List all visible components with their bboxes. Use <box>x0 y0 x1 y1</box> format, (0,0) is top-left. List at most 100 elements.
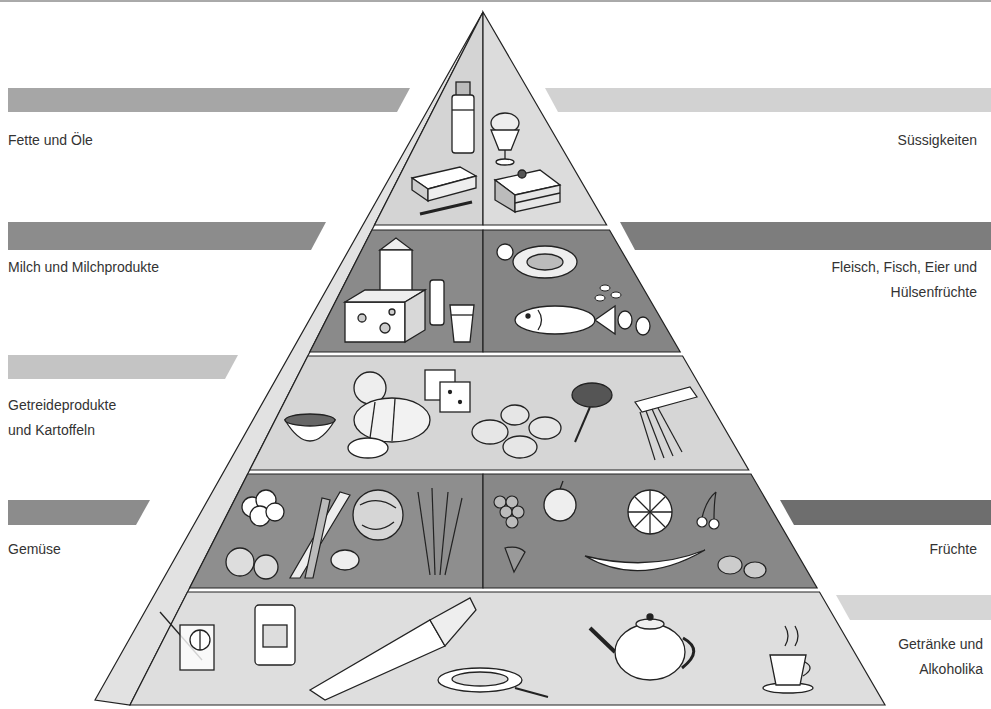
potato-icon <box>472 420 508 444</box>
strawberry-icon <box>505 547 525 572</box>
cheese-icon <box>358 314 366 322</box>
soup-plate-icon <box>515 688 548 697</box>
food-group-label: Milch und Milchprodukte <box>8 222 326 282</box>
butter-icon <box>420 202 472 214</box>
cabbage-icon <box>360 501 396 508</box>
tomato-icon <box>254 555 278 579</box>
cabbage-icon <box>331 550 359 570</box>
pyramid-tier <box>483 474 817 588</box>
food-group-name: Getränke und Alkoholika <box>883 632 983 682</box>
cherry-icon <box>709 519 719 529</box>
coffee-cup-icon <box>785 626 798 646</box>
pyramid-tier <box>130 592 885 705</box>
banana-icon <box>585 550 705 571</box>
orange-icon <box>628 490 672 534</box>
label-band <box>8 88 410 112</box>
fish-icon <box>515 306 595 334</box>
grapes-icon <box>494 496 524 528</box>
grain-scoop-icon <box>572 383 612 442</box>
milk-bottle-icon <box>430 280 444 325</box>
label-band <box>8 355 238 379</box>
grain-scoop-icon <box>575 407 590 442</box>
cherry-icon <box>697 492 719 529</box>
pasta-icon <box>646 411 664 458</box>
bread-icon <box>354 398 430 442</box>
egg-icon <box>618 311 650 335</box>
potato-icon <box>503 436 537 458</box>
oil-bottle-icon <box>452 95 474 153</box>
food-group-name: Gemüse <box>8 537 138 562</box>
plum-icon <box>718 556 766 578</box>
lemonade-glass-icon <box>160 612 214 670</box>
orange-icon <box>628 490 672 534</box>
teapot-icon <box>590 614 694 680</box>
orange-icon <box>635 497 665 527</box>
label-band <box>545 88 991 112</box>
plum-icon <box>718 556 742 574</box>
herb-icon <box>418 488 462 575</box>
grain-scoop-icon <box>572 383 612 407</box>
butter-icon <box>428 176 476 201</box>
cheese-icon <box>345 302 405 342</box>
pasta-icon <box>635 387 697 460</box>
meat-icon <box>527 254 563 270</box>
cake-slice-icon <box>518 170 526 178</box>
cracker-icon <box>440 382 470 412</box>
egg-icon <box>636 317 650 335</box>
cheese-icon <box>405 290 425 342</box>
meat-icon <box>513 246 577 278</box>
apple-icon <box>544 489 576 521</box>
label-band <box>620 222 991 250</box>
label-band <box>8 500 150 525</box>
milk-bottle-icon <box>430 280 444 325</box>
label-band <box>836 595 991 620</box>
food-group-label: Getränke und Alkoholika <box>836 595 991 684</box>
food-group-label: Gemüse <box>8 500 150 564</box>
top-rule <box>0 1 991 2</box>
label-band <box>8 222 326 250</box>
orange-icon <box>635 497 665 527</box>
teapot-icon <box>615 624 685 680</box>
fish-icon <box>595 306 615 334</box>
oil-bottle-icon <box>452 109 474 110</box>
bread-icon <box>348 372 430 458</box>
label-band <box>780 500 991 525</box>
cracker-icon <box>459 401 462 404</box>
food-group-label: Süssigkeiten <box>545 88 991 155</box>
grapes-icon <box>506 516 518 528</box>
herb-icon <box>418 492 430 575</box>
meat-icon <box>497 244 577 278</box>
cabbage-icon <box>331 490 403 570</box>
food-group-label: Fleisch, Fisch, Eier und Hülsenfrüchte <box>620 222 991 307</box>
herb-icon <box>445 498 462 575</box>
potato-icon <box>501 405 529 425</box>
potato-icon <box>529 417 561 439</box>
cake-slice-icon <box>515 193 560 203</box>
milk-glass-icon <box>450 305 474 342</box>
food-group-label: Fette und Öle <box>8 88 410 155</box>
lemonade-glass-icon <box>190 630 210 650</box>
bean-icon <box>595 295 605 301</box>
tomato-icon <box>226 548 254 576</box>
milk-carton-icon <box>380 238 412 298</box>
jar-icon <box>255 605 295 665</box>
potato-icon <box>472 405 561 458</box>
wine-bottle-icon <box>310 620 445 700</box>
milk-carton-icon <box>380 238 412 250</box>
bean-icon <box>611 292 621 298</box>
pasta-icon <box>635 387 697 412</box>
food-group-name: Getreideprodukte und Kartoffeln <box>8 393 136 443</box>
cheese-icon <box>345 290 425 342</box>
wine-bottle-icon <box>430 598 476 646</box>
oil-bottle-icon <box>452 82 474 153</box>
cracker-icon <box>425 370 470 412</box>
cheese-icon <box>389 309 395 315</box>
food-group-name: Milch und Milchprodukte <box>8 255 308 280</box>
coffee-cup-icon <box>803 662 810 676</box>
fish-icon <box>515 306 615 334</box>
cracker-icon <box>449 391 452 394</box>
cake-slice-icon <box>495 180 515 212</box>
sundae-icon <box>491 130 519 150</box>
pasta-icon <box>640 412 655 460</box>
